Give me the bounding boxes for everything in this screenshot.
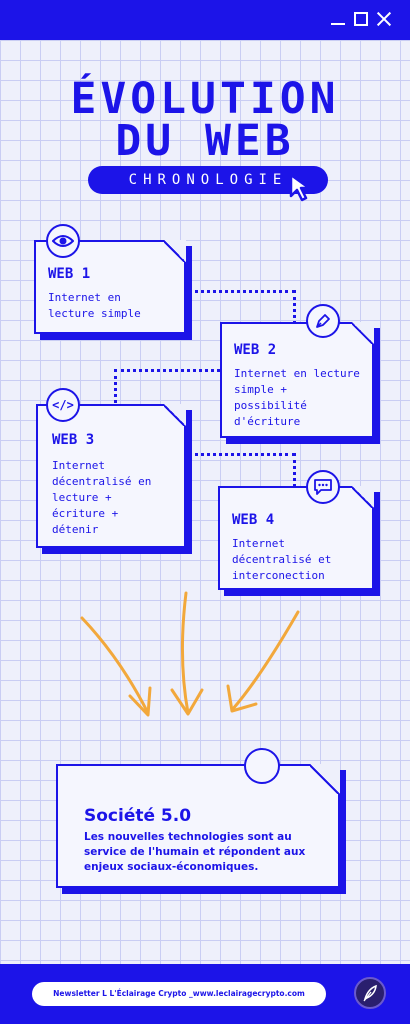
newsletter-link[interactable]: Newsletter L L'Éclairage Crypto _www.lec… bbox=[32, 982, 326, 1006]
feather-icon[interactable] bbox=[354, 977, 386, 1009]
chat-icon bbox=[306, 470, 340, 504]
card-web-4: WEB 4 Internet décentralisé et intercone… bbox=[218, 486, 374, 590]
connector-1-2 bbox=[188, 290, 296, 324]
top-bar bbox=[0, 0, 410, 40]
minimize-icon[interactable] bbox=[330, 11, 346, 27]
final-body: Les nouvelles technologies sont au servi… bbox=[84, 831, 306, 873]
card-title: WEB 2 bbox=[234, 342, 277, 358]
card-body: Internet en lecture simple bbox=[48, 291, 141, 320]
card-fold bbox=[352, 322, 374, 344]
final-title: Société 5.0 bbox=[84, 806, 192, 826]
card-fold bbox=[310, 764, 340, 794]
card-body: Internet décentralisé et interconection bbox=[232, 537, 332, 582]
card-fold bbox=[164, 240, 186, 262]
card-body: Internet en lecture simple + possibilité… bbox=[234, 367, 360, 428]
code-icon: </> bbox=[46, 388, 80, 422]
card-title: WEB 1 bbox=[48, 266, 91, 282]
pen-icon bbox=[306, 304, 340, 338]
page-title-line-2: DU WEB bbox=[115, 116, 295, 166]
chronologie-button[interactable]: CHRONOLOGIE bbox=[88, 166, 328, 194]
arrows-icon bbox=[80, 591, 300, 717]
connector-2-3 bbox=[114, 369, 220, 403]
card-web-2: WEB 2 Internet en lecture simple + possi… bbox=[220, 322, 374, 438]
card-fold bbox=[164, 404, 186, 426]
card-title: WEB 3 bbox=[52, 432, 95, 448]
final-card: Société 5.0 Les nouvelles technologies s… bbox=[56, 764, 340, 888]
card-web-3: WEB 3 Internet décentralisé en lecture +… bbox=[36, 404, 186, 548]
card-title: WEB 4 bbox=[232, 512, 275, 528]
final-card-circle bbox=[244, 748, 280, 784]
page-title-line-1: ÉVOLUTION bbox=[70, 74, 340, 124]
cursor-icon bbox=[289, 173, 311, 202]
card-fold bbox=[352, 486, 374, 508]
eye-icon bbox=[46, 224, 80, 258]
maximize-icon[interactable] bbox=[354, 12, 368, 26]
card-body: Internet décentralisé en lecture + écrit… bbox=[52, 459, 152, 536]
connector-3-4 bbox=[188, 453, 296, 487]
close-icon[interactable] bbox=[376, 11, 392, 27]
card-web-1: WEB 1 Internet en lecture simple bbox=[34, 240, 186, 334]
